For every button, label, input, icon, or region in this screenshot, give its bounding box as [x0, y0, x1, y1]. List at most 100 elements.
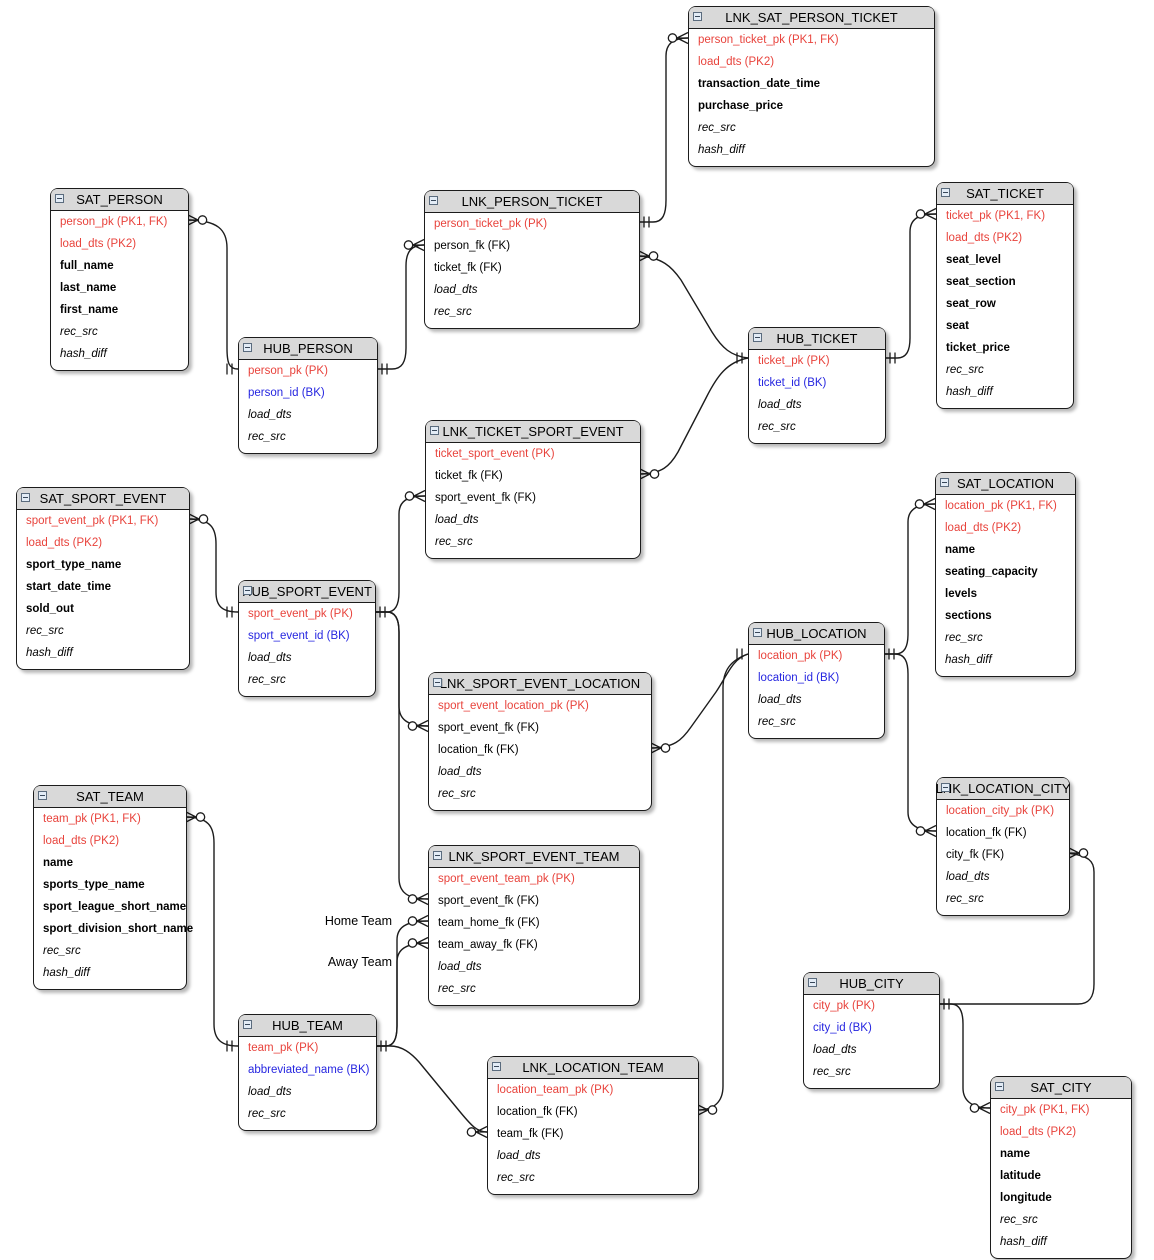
- relationship-lnk-ticket-sport-event--hub-ticket[interactable]: [638, 357, 749, 475]
- field-load-dts[interactable]: load_dts: [248, 409, 292, 421]
- field-ticket-id[interactable]: ticket_id (BK): [758, 377, 827, 389]
- collapse-icon[interactable]: [38, 791, 47, 800]
- collapse-icon[interactable]: [243, 1020, 252, 1029]
- field-rec-src[interactable]: rec_src: [248, 431, 286, 443]
- field-name[interactable]: name: [945, 544, 976, 556]
- relationship-hub-sport-event--lnk-ticket-sport-event[interactable]: [374, 495, 426, 613]
- collapse-icon[interactable]: [243, 343, 252, 352]
- field-sport-league-short-name[interactable]: sport_league_short_name: [43, 901, 187, 913]
- relationship-hub-team--lnk-sport-event-team[interactable]: [375, 920, 429, 1047]
- relationship-sat-sport-event--hub-sport-event[interactable]: [187, 518, 239, 613]
- field-start-date-time[interactable]: start_date_time: [26, 581, 112, 593]
- field-load-dts[interactable]: load_dts: [438, 961, 482, 973]
- field-city-fk[interactable]: city_fk (FK): [946, 849, 1005, 861]
- collapse-icon[interactable]: [941, 188, 950, 197]
- collapse-icon[interactable]: [753, 628, 762, 637]
- relationship-hub-location--lnk-location-team[interactable]: [696, 653, 749, 1111]
- field-load-dts[interactable]: load_dts: [946, 871, 990, 883]
- field-hash-diff[interactable]: hash_diff: [1000, 1236, 1047, 1248]
- field-load-dts[interactable]: load_dts (PK2): [698, 56, 775, 68]
- field-rec-src[interactable]: rec_src: [946, 893, 984, 905]
- field-person-id[interactable]: person_id (BK): [248, 387, 325, 399]
- relationship-lnk-person-ticket--lnk-sat-person-ticket[interactable]: [638, 37, 689, 223]
- field-rec-src[interactable]: rec_src: [945, 632, 983, 644]
- field-sections[interactable]: sections: [945, 610, 992, 622]
- collapse-icon[interactable]: [492, 1062, 501, 1071]
- field-rec-src[interactable]: rec_src: [698, 122, 736, 134]
- field-levels[interactable]: levels: [945, 588, 977, 600]
- field-rec-src[interactable]: rec_src: [434, 306, 472, 318]
- field-person-pk[interactable]: person_pk (PK1, FK): [60, 216, 168, 228]
- field-load-dts[interactable]: load_dts: [248, 1086, 292, 1098]
- field-seating-capacity[interactable]: seating_capacity: [945, 566, 1038, 578]
- field-ticket-price[interactable]: ticket_price: [946, 342, 1010, 354]
- field-hash-diff[interactable]: hash_diff: [945, 654, 992, 666]
- field-full-name[interactable]: full_name: [60, 260, 114, 272]
- collapse-icon[interactable]: [430, 426, 439, 435]
- field-ticket-sport-event[interactable]: ticket_sport_event (PK): [435, 448, 555, 460]
- field-transaction-date-time[interactable]: transaction_date_time: [698, 78, 821, 90]
- field-rec-src[interactable]: rec_src: [43, 945, 81, 957]
- field-load-dts[interactable]: load_dts: [434, 284, 478, 296]
- collapse-icon[interactable]: [21, 493, 30, 502]
- field-sport-division-short-name[interactable]: sport_division_short_name: [43, 923, 194, 935]
- field-abbreviated-name[interactable]: abbreviated_name (BK): [248, 1064, 370, 1076]
- field-sport-event-fk[interactable]: sport_event_fk (FK): [435, 492, 536, 504]
- field-sport-event-fk[interactable]: sport_event_fk (FK): [438, 895, 539, 907]
- field-ticket-fk[interactable]: ticket_fk (FK): [435, 470, 503, 482]
- collapse-icon[interactable]: [693, 12, 702, 21]
- field-name[interactable]: name: [1000, 1148, 1031, 1160]
- collapse-icon[interactable]: [941, 783, 950, 792]
- field-rec-src[interactable]: rec_src: [438, 788, 476, 800]
- field-load-dts[interactable]: load_dts (PK2): [43, 835, 120, 847]
- field-rec-src[interactable]: rec_src: [438, 983, 476, 995]
- field-hash-diff[interactable]: hash_diff: [60, 348, 107, 360]
- field-team-fk[interactable]: team_fk (FK): [497, 1128, 564, 1140]
- field-sport-event-pk[interactable]: sport_event_pk (PK1, FK): [26, 515, 159, 527]
- field-load-dts[interactable]: load_dts: [813, 1044, 857, 1056]
- field-rec-src[interactable]: rec_src: [435, 536, 473, 548]
- field-location-pk[interactable]: location_pk (PK): [758, 650, 843, 662]
- field-seat-row[interactable]: seat_row: [946, 298, 996, 310]
- relationship-hub-sport-event--lnk-sport-event-team[interactable]: [374, 611, 429, 900]
- collapse-icon[interactable]: [55, 194, 64, 203]
- field-load-dts[interactable]: load_dts: [758, 399, 802, 411]
- field-person-pk[interactable]: person_pk (PK): [248, 365, 328, 377]
- field-load-dts[interactable]: load_dts: [435, 514, 479, 526]
- field-person-ticket-pk[interactable]: person_ticket_pk (PK1, FK): [698, 34, 839, 46]
- collapse-icon[interactable]: [753, 333, 762, 342]
- field-location-city-pk[interactable]: location_city_pk (PK): [946, 805, 1055, 817]
- field-location-fk[interactable]: location_fk (FK): [946, 827, 1027, 839]
- field-load-dts[interactable]: load_dts: [248, 652, 292, 664]
- field-name[interactable]: name: [43, 857, 74, 869]
- field-sold-out[interactable]: sold_out: [26, 603, 74, 615]
- field-load-dts[interactable]: load_dts (PK2): [945, 522, 1022, 534]
- relationship-hub-location--lnk-location-city[interactable]: [883, 653, 937, 832]
- field-load-dts[interactable]: load_dts (PK2): [946, 232, 1023, 244]
- field-rec-src[interactable]: rec_src: [497, 1172, 535, 1184]
- collapse-icon[interactable]: [433, 851, 442, 860]
- field-rec-src[interactable]: rec_src: [813, 1066, 851, 1078]
- field-load-dts[interactable]: load_dts (PK2): [60, 238, 137, 250]
- relationship-lnk-person-ticket--hub-ticket[interactable]: [637, 255, 749, 359]
- field-seat-level[interactable]: seat_level: [946, 254, 1001, 266]
- field-seat[interactable]: seat: [946, 320, 970, 332]
- field-rec-src[interactable]: rec_src: [60, 326, 98, 338]
- field-team-away-fk[interactable]: team_away_fk (FK): [438, 939, 538, 951]
- field-city-pk[interactable]: city_pk (PK1, FK): [1000, 1104, 1090, 1116]
- field-rec-src[interactable]: rec_src: [26, 625, 64, 637]
- field-load-dts[interactable]: load_dts: [438, 766, 482, 778]
